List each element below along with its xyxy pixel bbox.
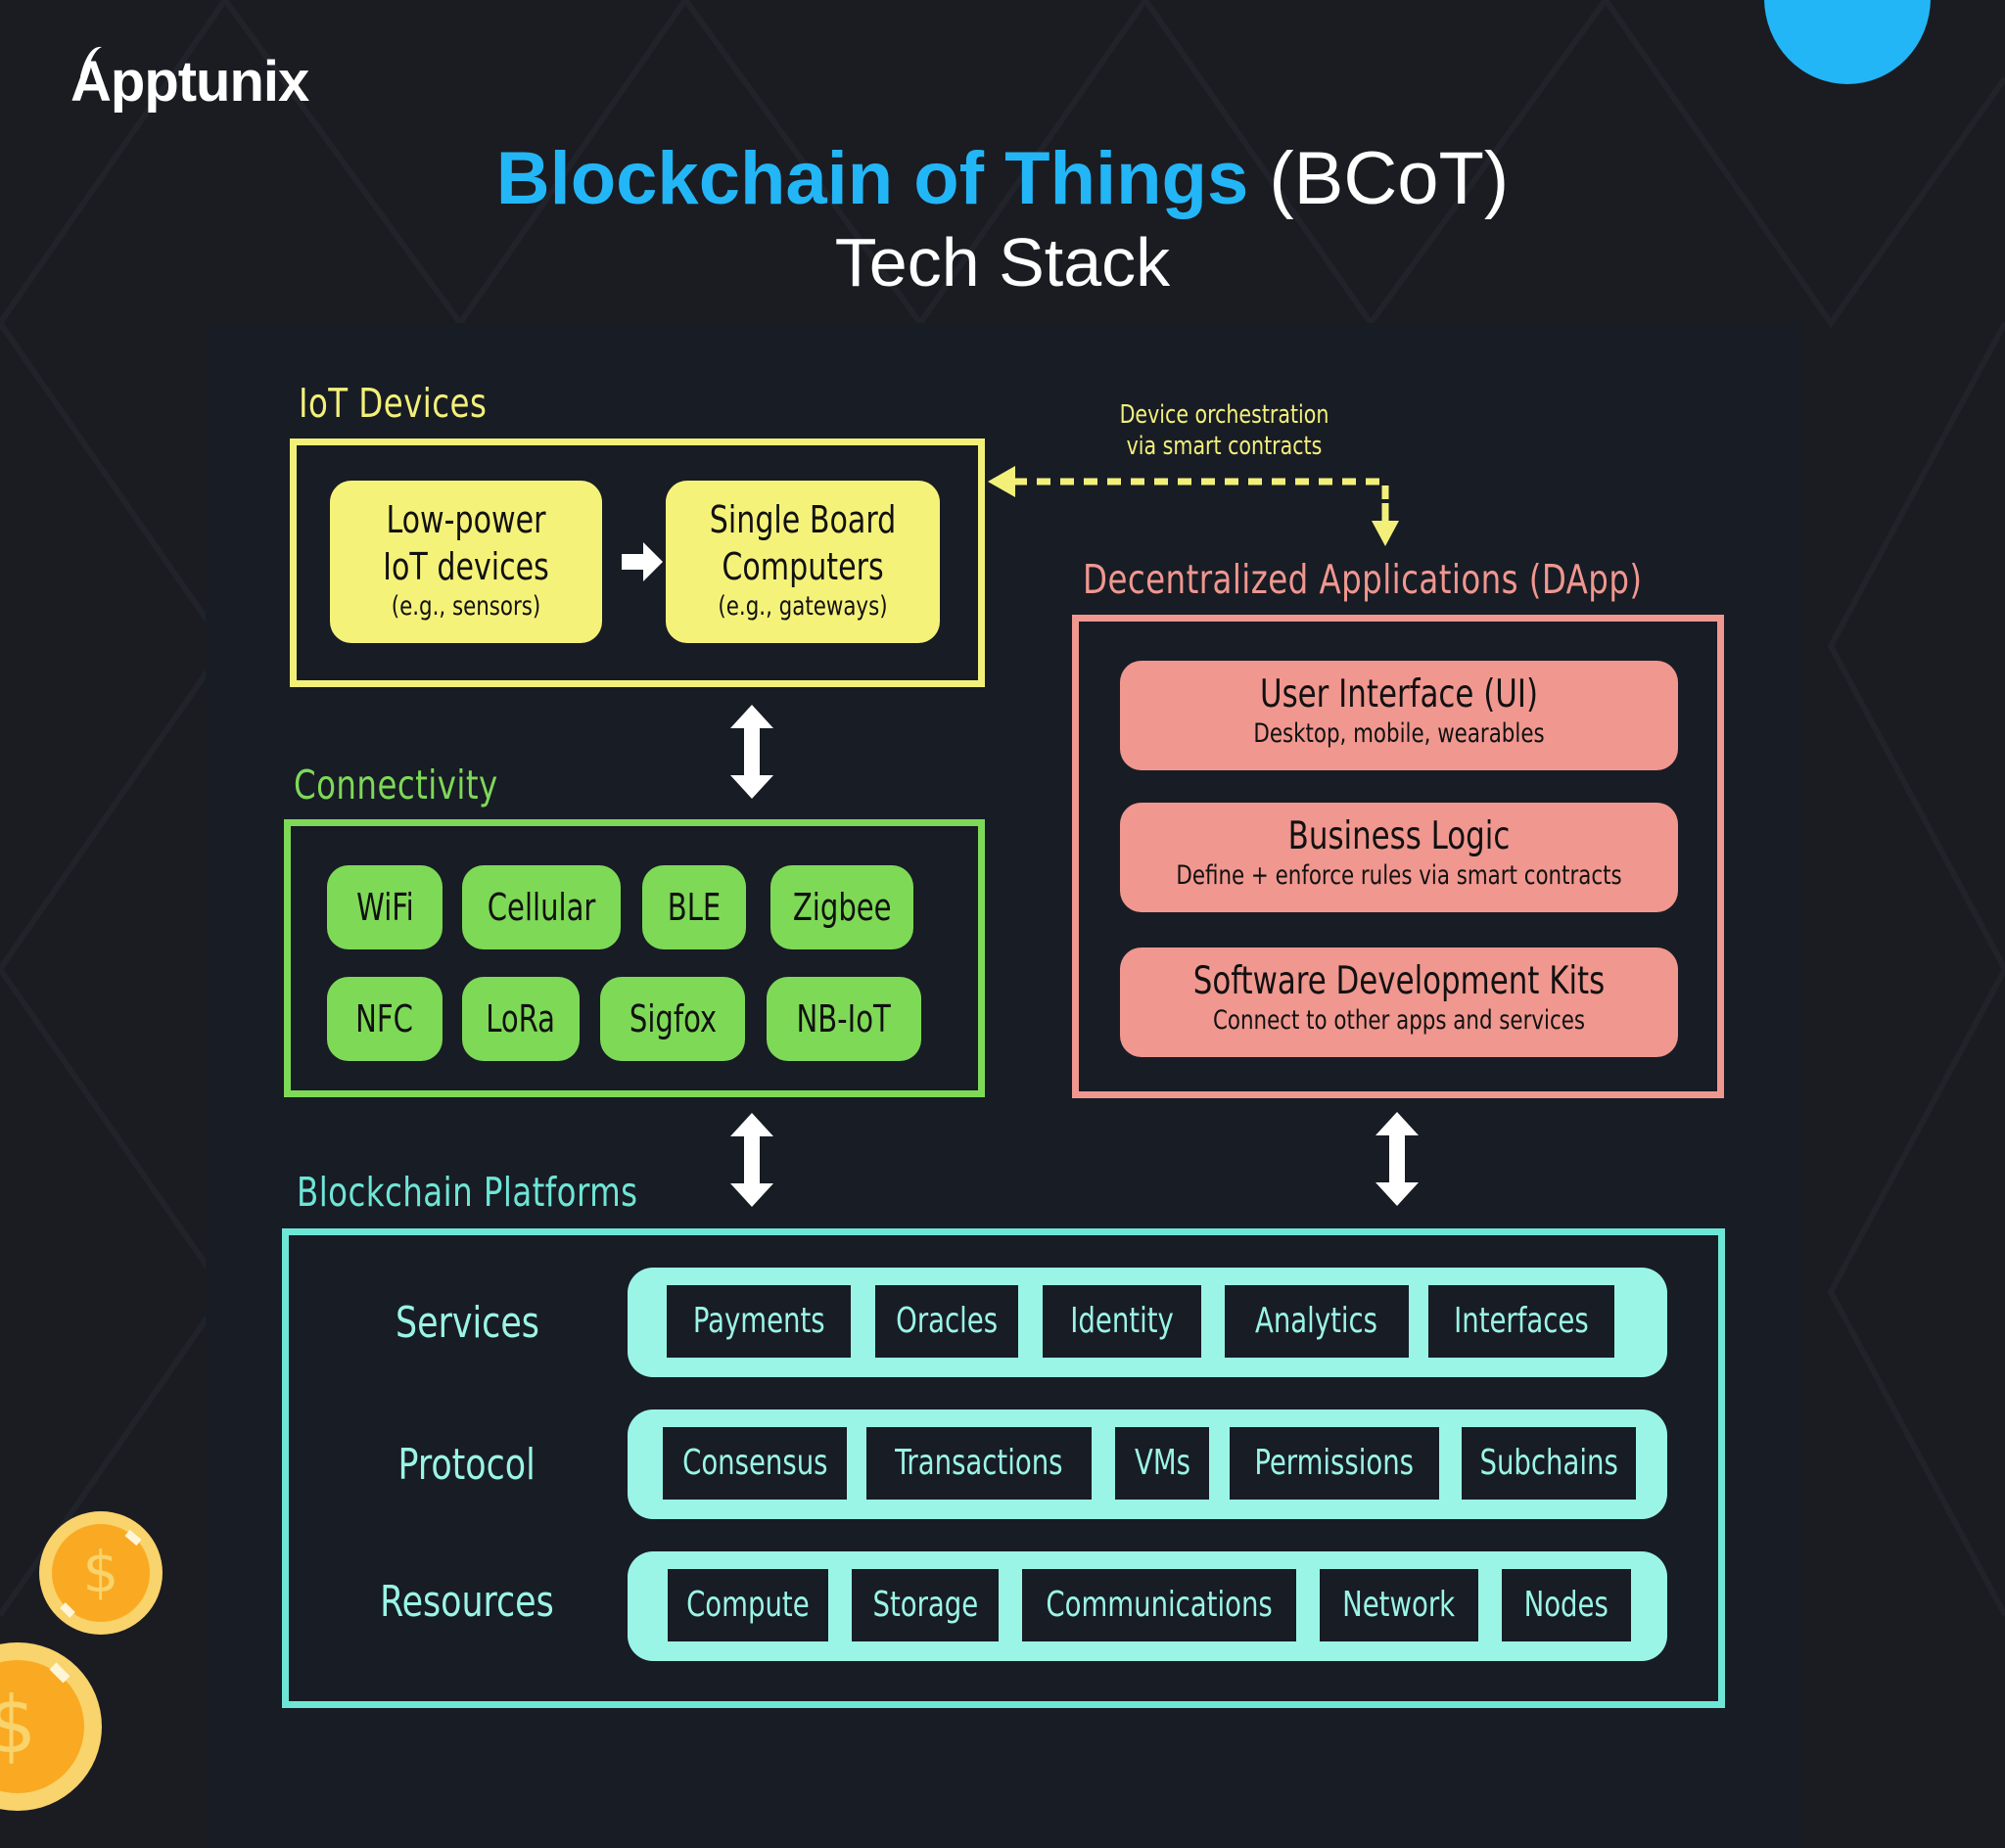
bc-row-resources: Compute Storage Communications Network N… xyxy=(628,1551,1667,1661)
connectivity-chip: Sigfox xyxy=(600,977,745,1061)
bc-item: Payments xyxy=(667,1285,851,1358)
dapp-card-sub: Connect to other apps and services xyxy=(1212,1005,1586,1036)
page-subtitle: Tech Stack xyxy=(834,224,1171,300)
connectivity-label: Connectivity xyxy=(294,762,498,808)
orchestration-note: Device orchestration via smart contracts xyxy=(1067,399,1380,462)
blockchain-platforms-label: Blockchain Platforms xyxy=(297,1169,638,1216)
connectivity-chip: BLE xyxy=(642,865,746,949)
dapp-card-business-logic: Business Logic Define + enforce rules vi… xyxy=(1120,803,1678,912)
dapp-card-sub: Define + enforce rules via smart contrac… xyxy=(1176,860,1622,891)
bc-row-services: Payments Oracles Identity Analytics Inte… xyxy=(628,1268,1667,1377)
iot-card-single-board: Single Board Computers (e.g., gateways) xyxy=(666,481,940,643)
connectivity-chip: LoRa xyxy=(462,977,580,1061)
dapp-card-title: User Interface (UI) xyxy=(1259,672,1539,716)
orchestration-line1: Device orchestration xyxy=(1119,400,1329,430)
bc-item: Transactions xyxy=(866,1427,1092,1500)
bc-item: Subchains xyxy=(1462,1427,1636,1500)
connectivity-chip: WiFi xyxy=(327,865,443,949)
iot-devices-label: IoT Devices xyxy=(299,380,488,427)
right-arrow-icon xyxy=(622,542,663,581)
iot-card-low-power: Low-power IoT devices (e.g., sensors) xyxy=(330,481,602,643)
connectivity-chip: NB-IoT xyxy=(767,977,921,1061)
bc-item: VMs xyxy=(1115,1427,1209,1500)
dapp-label: Decentralized Applications (DApp) xyxy=(1083,556,1643,603)
dashed-bidirectional-arrow-icon xyxy=(988,466,1399,546)
blockchain-platforms-box: Services Payments Oracles Identity Analy… xyxy=(282,1228,1725,1708)
dapp-card-sub: Desktop, mobile, wearables xyxy=(1253,718,1545,749)
bc-item: Interfaces xyxy=(1428,1285,1614,1358)
bc-row-label-protocol: Protocol xyxy=(397,1440,536,1490)
vertical-double-arrow-icon xyxy=(1376,1112,1419,1206)
dapp-card-sdk: Software Development Kits Connect to oth… xyxy=(1120,947,1678,1057)
logo-arc-icon xyxy=(80,46,102,76)
connectivity-box: WiFi Cellular BLE Zigbee NFC LoRa Sigfox… xyxy=(284,819,985,1097)
vertical-double-arrow-icon xyxy=(730,1113,773,1207)
svg-text:$: $ xyxy=(83,1539,119,1605)
iot-devices-box: Low-power IoT devices (e.g., sensors) Si… xyxy=(290,439,985,687)
bc-item: Oracles xyxy=(875,1285,1018,1358)
iot-card-line1: Low-power xyxy=(386,498,546,541)
bc-row-label-services: Services xyxy=(395,1298,539,1348)
iot-card-sub: (e.g., gateways) xyxy=(718,591,888,622)
bc-row-label-resources: Resources xyxy=(380,1577,554,1627)
connectivity-chip: NFC xyxy=(327,977,443,1061)
bc-item: Identity xyxy=(1043,1285,1201,1358)
connectivity-chip: Cellular xyxy=(462,865,621,949)
bc-row-protocol: Consensus Transactions VMs Permissions S… xyxy=(628,1409,1667,1519)
svg-text:$: $ xyxy=(0,1680,36,1771)
bc-item: Compute xyxy=(668,1569,828,1641)
iot-card-line2: IoT devices xyxy=(383,545,549,588)
bc-item: Storage xyxy=(852,1569,999,1641)
apptunix-logo: Apptunix xyxy=(70,50,309,114)
dollar-coin-icon: $ xyxy=(0,1642,102,1811)
dapp-card-title: Software Development Kits xyxy=(1192,959,1606,1003)
dapp-card-ui: User Interface (UI) Desktop, mobile, wea… xyxy=(1120,661,1678,770)
dapp-box: User Interface (UI) Desktop, mobile, wea… xyxy=(1072,615,1724,1098)
orchestration-line2: via smart contracts xyxy=(1126,432,1322,461)
iot-card-line1: Single Board xyxy=(709,498,897,541)
iot-card-sub: (e.g., sensors) xyxy=(391,591,541,622)
title-highlight: Blockchain of Things xyxy=(495,137,1249,220)
bc-item: Nodes xyxy=(1502,1569,1631,1641)
dapp-card-title: Business Logic xyxy=(1287,814,1511,858)
bc-item: Network xyxy=(1320,1569,1478,1641)
bc-item: Communications xyxy=(1022,1569,1296,1641)
page-title: Blockchain of Things (BCoT) xyxy=(0,135,2005,223)
bc-item: Permissions xyxy=(1230,1427,1439,1500)
dollar-coin-icon: $ xyxy=(39,1511,163,1635)
iot-card-line2: Computers xyxy=(722,545,884,588)
vertical-double-arrow-icon xyxy=(730,705,773,799)
bc-item: Analytics xyxy=(1225,1285,1409,1358)
connectivity-chip: Zigbee xyxy=(770,865,913,949)
bc-item: Consensus xyxy=(663,1427,847,1500)
title-abbrev: (BCoT) xyxy=(1269,137,1510,220)
